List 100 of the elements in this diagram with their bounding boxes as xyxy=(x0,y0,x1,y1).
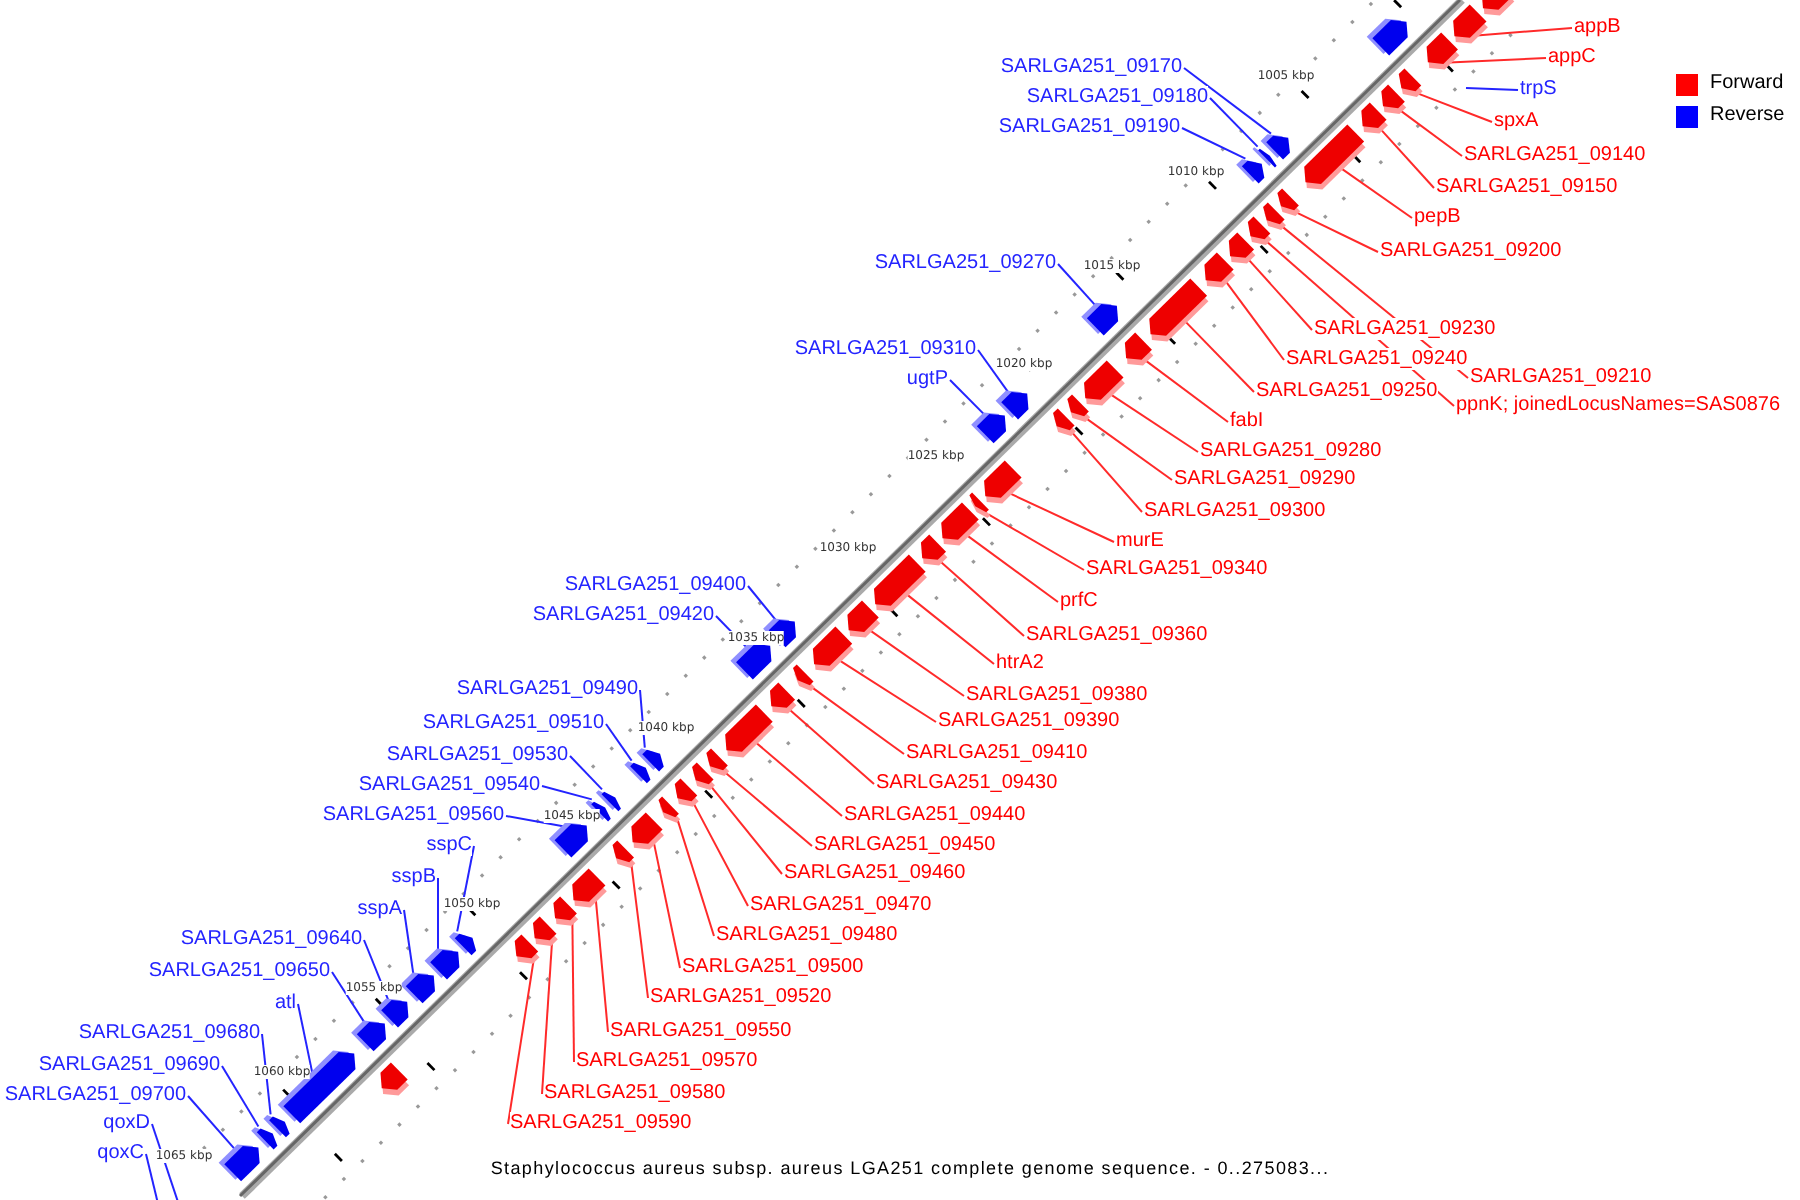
gene-block xyxy=(624,761,651,784)
leader-line xyxy=(297,1003,314,1075)
leader-line xyxy=(838,659,937,723)
leader-line xyxy=(1183,67,1272,135)
gene-block xyxy=(380,1062,410,1096)
gene-block xyxy=(793,664,815,691)
gene-block xyxy=(1398,68,1423,97)
gene-label: SARLGA251_09540 xyxy=(358,774,540,796)
gene-label: SARLGA251_09510 xyxy=(422,712,604,734)
leader-line xyxy=(977,349,1009,393)
leader-line xyxy=(1399,109,1463,157)
leader-line xyxy=(571,921,575,1063)
gene-label: SARLGA251_09650 xyxy=(148,960,330,982)
gene-block xyxy=(1426,32,1460,70)
gene-block xyxy=(251,1127,278,1150)
leader-line xyxy=(456,845,475,933)
gene-block xyxy=(1304,124,1366,190)
gene-block xyxy=(631,812,664,850)
gene-label: SARLGA251_09640 xyxy=(180,928,362,950)
gene-label: SARLGA251_09210 xyxy=(1470,366,1652,388)
leader-line xyxy=(1181,127,1247,160)
gene-block xyxy=(1481,0,1515,16)
gene-block xyxy=(1228,232,1256,264)
gene-block xyxy=(532,916,558,946)
gene-label: qoxC xyxy=(97,1142,144,1164)
leader-line xyxy=(403,909,415,976)
leader-line xyxy=(1109,393,1199,453)
leader-line xyxy=(652,841,681,969)
leader-line xyxy=(1295,211,1379,253)
gene-label: SARLGA251_09590 xyxy=(510,1112,692,1134)
gene-block xyxy=(995,390,1029,420)
leader-line xyxy=(505,815,566,828)
gene-block xyxy=(612,840,636,868)
gene-block xyxy=(1081,302,1119,336)
gene-label: sspC xyxy=(426,834,472,856)
gene-block xyxy=(1277,188,1301,216)
gene-label: murE xyxy=(1116,530,1164,552)
leader-line xyxy=(949,379,986,416)
gene-block xyxy=(984,460,1023,504)
leader-line xyxy=(1085,417,1173,481)
gene-label: SARLGA251_09420 xyxy=(532,604,714,626)
gene-block xyxy=(971,412,1007,444)
gene-block xyxy=(375,998,409,1028)
leader-line xyxy=(747,585,777,621)
gene-block xyxy=(658,796,681,823)
gene-block xyxy=(812,626,854,672)
leader-line xyxy=(594,898,609,1033)
gene-label: prfC xyxy=(1060,590,1098,612)
gene-label: SARLGA251_09200 xyxy=(1380,240,1562,262)
gene-block xyxy=(1263,202,1286,230)
gene-label: SARLGA251_09430 xyxy=(876,772,1058,794)
gene-label: atl xyxy=(274,992,296,1014)
gene-block xyxy=(553,896,579,926)
gene-label: SARLGA251_09240 xyxy=(1286,348,1468,370)
gene-block xyxy=(351,1020,386,1052)
leader-line xyxy=(507,959,535,1125)
gene-block xyxy=(572,868,607,908)
leader-line xyxy=(569,755,603,791)
gene-label: SARLGA251_09690 xyxy=(38,1054,220,1076)
gene-block xyxy=(1252,147,1277,168)
leader-line xyxy=(1184,320,1255,393)
gene-label: SARLGA251_09230 xyxy=(1314,318,1496,340)
gene-label: SARLGA251_09410 xyxy=(906,742,1088,764)
leader-line xyxy=(966,534,1059,603)
gene-label: qoxD xyxy=(103,1112,150,1134)
leader-line xyxy=(811,686,905,755)
gene-block xyxy=(1053,408,1076,436)
gene-block xyxy=(941,502,981,546)
gene-label: SARLGA251_09680 xyxy=(78,1022,260,1044)
gene-label: SARLGA251_09480 xyxy=(716,924,898,946)
gene-label: appB xyxy=(1574,16,1621,38)
gene-label: SARLGA251_09500 xyxy=(682,956,864,978)
gene-label: SARLGA251_09560 xyxy=(322,804,504,826)
gene-label: SARLGA251_09360 xyxy=(1026,624,1208,646)
leader-line xyxy=(987,513,1085,571)
gene-label: SARLGA251_09490 xyxy=(456,678,638,700)
gene-label: SARLGA251_09340 xyxy=(1086,558,1268,580)
gene-label: SARLGA251_09450 xyxy=(814,834,996,856)
gene-block xyxy=(1204,252,1235,288)
gene-label: SARLGA251_09570 xyxy=(576,1050,758,1072)
gene-label: SARLGA251_09270 xyxy=(874,252,1056,274)
leader-line xyxy=(692,802,749,907)
gene-label: pepB xyxy=(1414,206,1461,228)
gene-label: trpS xyxy=(1520,78,1557,100)
gene-label: sspB xyxy=(391,866,436,888)
leader-line xyxy=(1416,92,1493,123)
gene-label: SARLGA251_09140 xyxy=(1464,144,1646,166)
gene-label: fabI xyxy=(1230,410,1264,432)
gene-label: SARLGA251_09180 xyxy=(1026,86,1208,108)
leader-line xyxy=(1340,167,1413,219)
gene-block xyxy=(400,972,435,1004)
gene-block xyxy=(706,748,730,776)
gene-label: htrA2 xyxy=(996,652,1044,674)
gene-block xyxy=(514,934,540,964)
gene-label: SARLGA251_09170 xyxy=(1000,56,1182,78)
gene-block xyxy=(920,534,948,566)
leader-line xyxy=(1247,258,1313,331)
gene-label: SARLGA251_09280 xyxy=(1200,440,1382,462)
gene-block xyxy=(1453,4,1488,44)
leader-line xyxy=(1209,97,1259,148)
